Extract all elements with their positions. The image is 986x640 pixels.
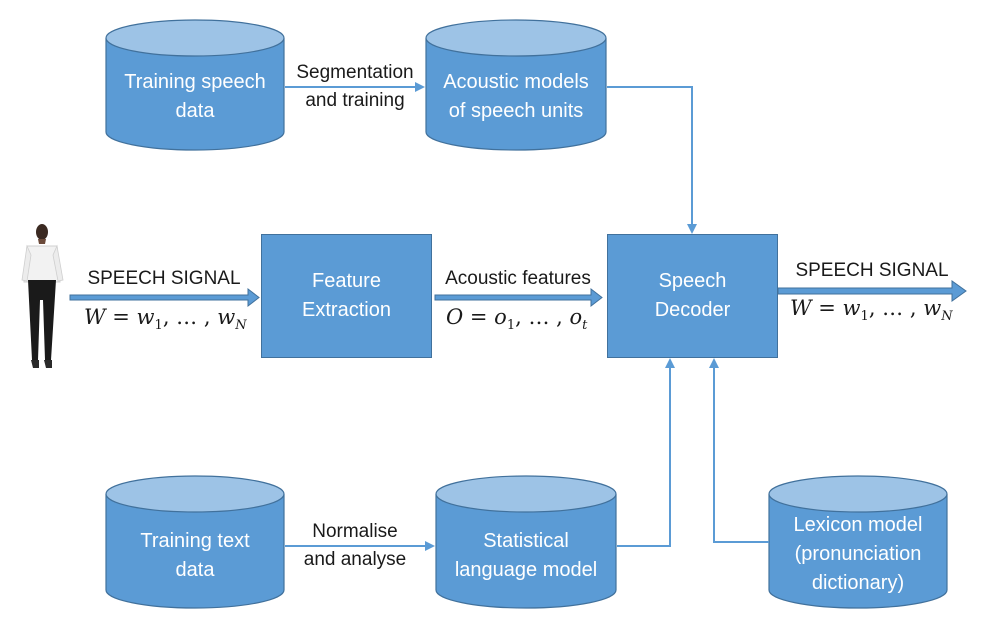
input-formula-subN: N [235,318,247,334]
training-text-line2: data [175,559,215,581]
language-model-line2: language model [454,559,598,581]
input-formula-mid: , … , [162,305,218,329]
lexicon-model-line1: Lexicon model [793,514,923,536]
output-signal-arrow [777,280,967,302]
acoustic-features-arrow [434,287,603,308]
features-formula-lhs: O [446,305,464,329]
output-signal-formula: W = w1, … , wN [790,296,953,324]
input-signal-formula: W = w1, … , wN [84,305,247,333]
output-formula-lhs: W [790,296,812,320]
language-model-to-decoder-arrow [617,358,675,547]
feature-extraction-line2: Extraction [302,299,391,321]
features-formula-sub1: 1 [506,318,516,334]
lexicon-model-line2: (pronunciation [794,543,922,565]
output-formula-mid: , … , [868,296,924,320]
feature-extraction-box: Feature Extraction [261,234,432,358]
acoustic-features-label: Acoustic features [445,268,591,289]
input-formula-lhs: W [84,305,106,329]
input-signal-label: SPEECH SIGNAL [87,268,241,289]
lexicon-model-cylinder [768,475,948,609]
input-formula-sub1: 1 [154,318,163,334]
acoustic-models-line2: of speech units [448,100,584,122]
speech-decoder-line2: Decoder [654,299,731,321]
acoustic-features-formula: O = o1, … , ot [446,305,587,333]
segmentation-line1: Segmentation [296,62,414,83]
input-formula-w2: w [217,305,236,329]
feature-extraction-line1: Feature [312,270,381,292]
training-text-data-cylinder [105,475,285,609]
acoustic-models-label: Acoustic models of speech units [426,68,606,126]
training-speech-data-label: Training speech data [106,68,284,126]
acoustic-models-line1: Acoustic models [443,71,589,93]
training-speech-line1: Training speech [124,71,266,93]
output-formula-w2: w [923,296,942,320]
input-formula-w: w [136,305,155,329]
features-formula-mid: , … , [515,305,570,329]
acoustic-models-to-decoder-arrow [607,86,697,234]
output-signal-label: SPEECH SIGNAL [795,260,949,281]
lexicon-model-line3: dictionary) [811,572,905,594]
segmentation-label: Segmentation and training [284,59,426,115]
features-formula-o2: o [569,305,583,329]
training-speech-line2: data [175,100,215,122]
training-text-data-label: Training text data [106,527,284,585]
speech-decoder-line1: Speech [658,270,727,292]
language-model-line1: Statistical [483,530,569,552]
output-formula-sub1: 1 [860,309,869,325]
acoustic-models-cylinder [425,19,607,151]
lexicon-model-label: Lexicon model (pronunciation dictionary) [769,511,947,598]
output-formula-subN: N [941,309,953,325]
input-formula-eq: = [105,305,137,329]
speech-decoder-box: Speech Decoder [607,234,778,358]
normalise-line1: Normalise [312,521,398,542]
normalise-line2: and analyse [303,549,407,570]
training-speech-data-cylinder [105,19,285,151]
normalise-label: Normalise and analyse [284,518,426,574]
lexicon-to-decoder-arrow [709,358,769,543]
language-model-label: Statistical language model [436,527,616,585]
person-standing-icon [21,224,64,368]
output-formula-w: w [842,296,861,320]
features-formula-o: o [494,305,507,329]
features-formula-eq: = [463,305,495,329]
input-signal-arrow [69,287,260,308]
output-formula-eq: = [811,296,843,320]
segmentation-line2: and training [305,90,405,111]
language-model-cylinder [435,475,617,609]
training-text-line1: Training text [140,530,250,552]
features-formula-subt: t [582,318,588,334]
